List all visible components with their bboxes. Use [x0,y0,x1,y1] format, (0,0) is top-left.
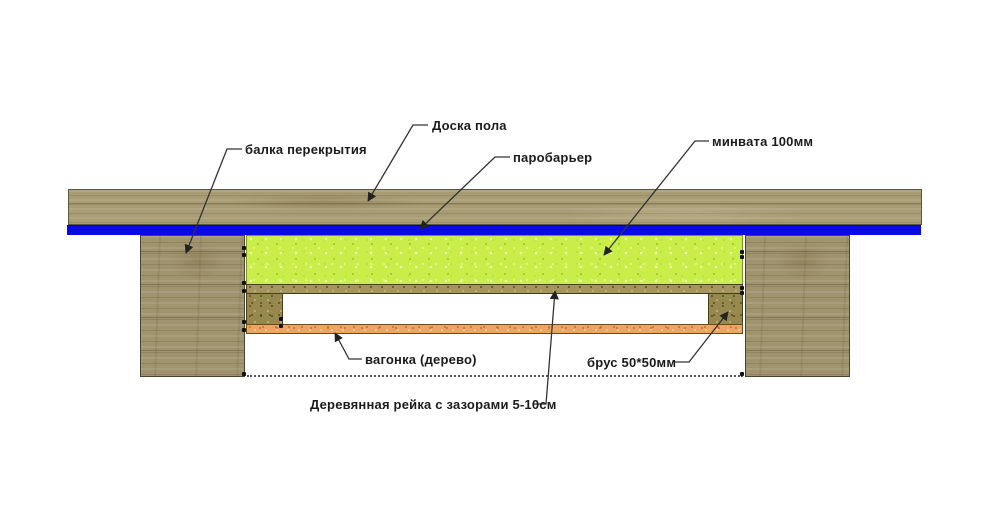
dimension-tick [740,255,744,259]
leader-cladding [334,332,362,360]
joist-beam-right [745,235,850,377]
dimension-tick [242,253,246,257]
mineral-wool-layer [246,235,743,285]
label-bar: брус 50*50мм [587,355,677,370]
wooden-lath-layer [246,284,743,294]
dimension-tick [242,289,246,293]
dimension-tick [242,328,246,332]
label-lath: Деревянная рейка с зазорами 5-10см [310,397,557,412]
dimension-tick [740,291,744,295]
dimension-tick [740,286,744,290]
label-cladding: вагонка (дерево) [365,352,477,367]
joist-beam-left [140,235,245,377]
leader-lath [533,290,559,405]
bar-block-left [246,293,283,325]
dimension-tick [740,250,744,254]
cladding-layer [246,324,743,334]
label-floor-board: Доска пола [432,118,507,133]
vapor-barrier-layer [67,225,921,235]
label-vapor-barrier: паробарьер [513,150,593,165]
dimension-tick [242,246,246,250]
bottom-dotted-line [247,375,743,377]
floor-board-layer [68,189,922,225]
dimension-tick [242,372,246,376]
dimension-tick [279,317,283,321]
dimension-tick [279,324,283,328]
dimension-tick [242,281,246,285]
label-joist: балка перекрытия [245,142,367,157]
dimension-tick [740,372,744,376]
bar-block-right [708,293,743,325]
dimension-tick [242,320,246,324]
label-mineral-wool: минвата 100мм [712,134,814,149]
